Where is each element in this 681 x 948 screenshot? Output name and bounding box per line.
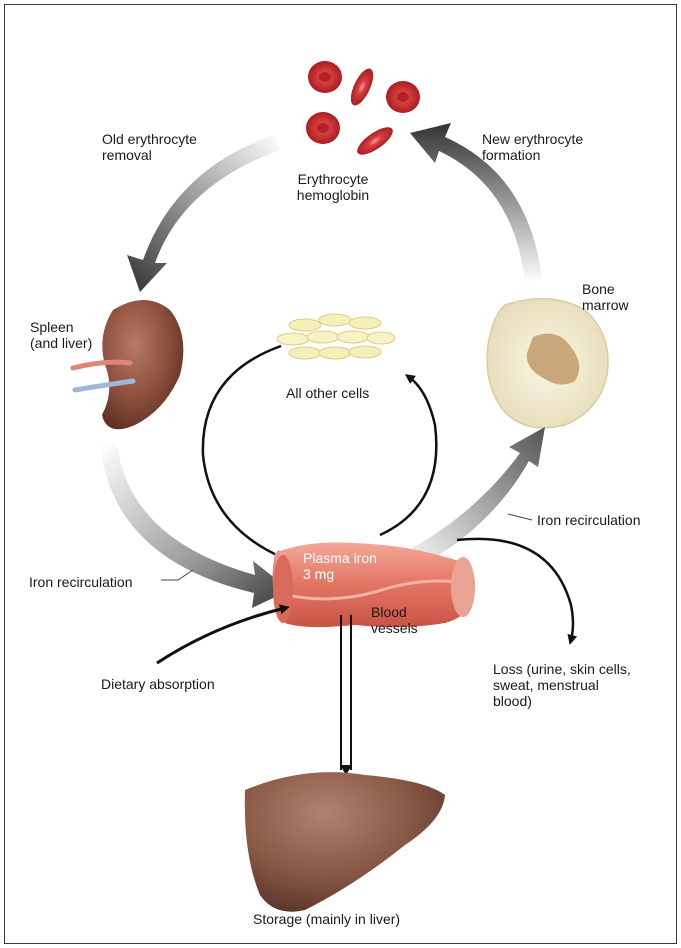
cells-uptake-arrow [380,377,436,535]
left-recirc-leader [161,570,193,580]
plasma-iron-label: Plasma iron 3 mg [303,550,377,582]
bone-marrow-label: Bone marrow [582,281,629,313]
all-other-cells-label: All other cells [286,385,369,401]
old-erythrocyte-removal-label: Old erythrocyte removal [102,131,197,163]
diagram-frame: Old erythrocyte removal Erythrocyte hemo… [4,4,677,944]
new-erythrocyte-formation-label: New erythrocyte formation [482,131,583,163]
spleen-label: Spleen (and liver) [30,319,92,351]
storage-label: Storage (mainly in liver) [253,911,400,927]
cells-return-arrow [203,346,281,557]
loss-label: Loss (urine, skin cells, sweat, menstrua… [493,661,631,709]
iron-recirculation-left-label: Iron recirculation [29,574,133,590]
erythrocyte-hemoglobin-label: Erythrocyte hemoglobin [288,171,378,203]
blood-vessels-label: Blood vessels [371,604,418,636]
liver-illustration [245,772,445,912]
dietary-arrow [157,608,285,663]
other-cells-cluster [277,314,395,359]
dietary-absorption-label: Dietary absorption [101,676,215,692]
right-recirc-leader [508,514,532,520]
red-blood-cells [306,61,420,160]
iron-recirculation-right-label: Iron recirculation [537,512,641,528]
bone-marrow-illustration [487,299,608,428]
